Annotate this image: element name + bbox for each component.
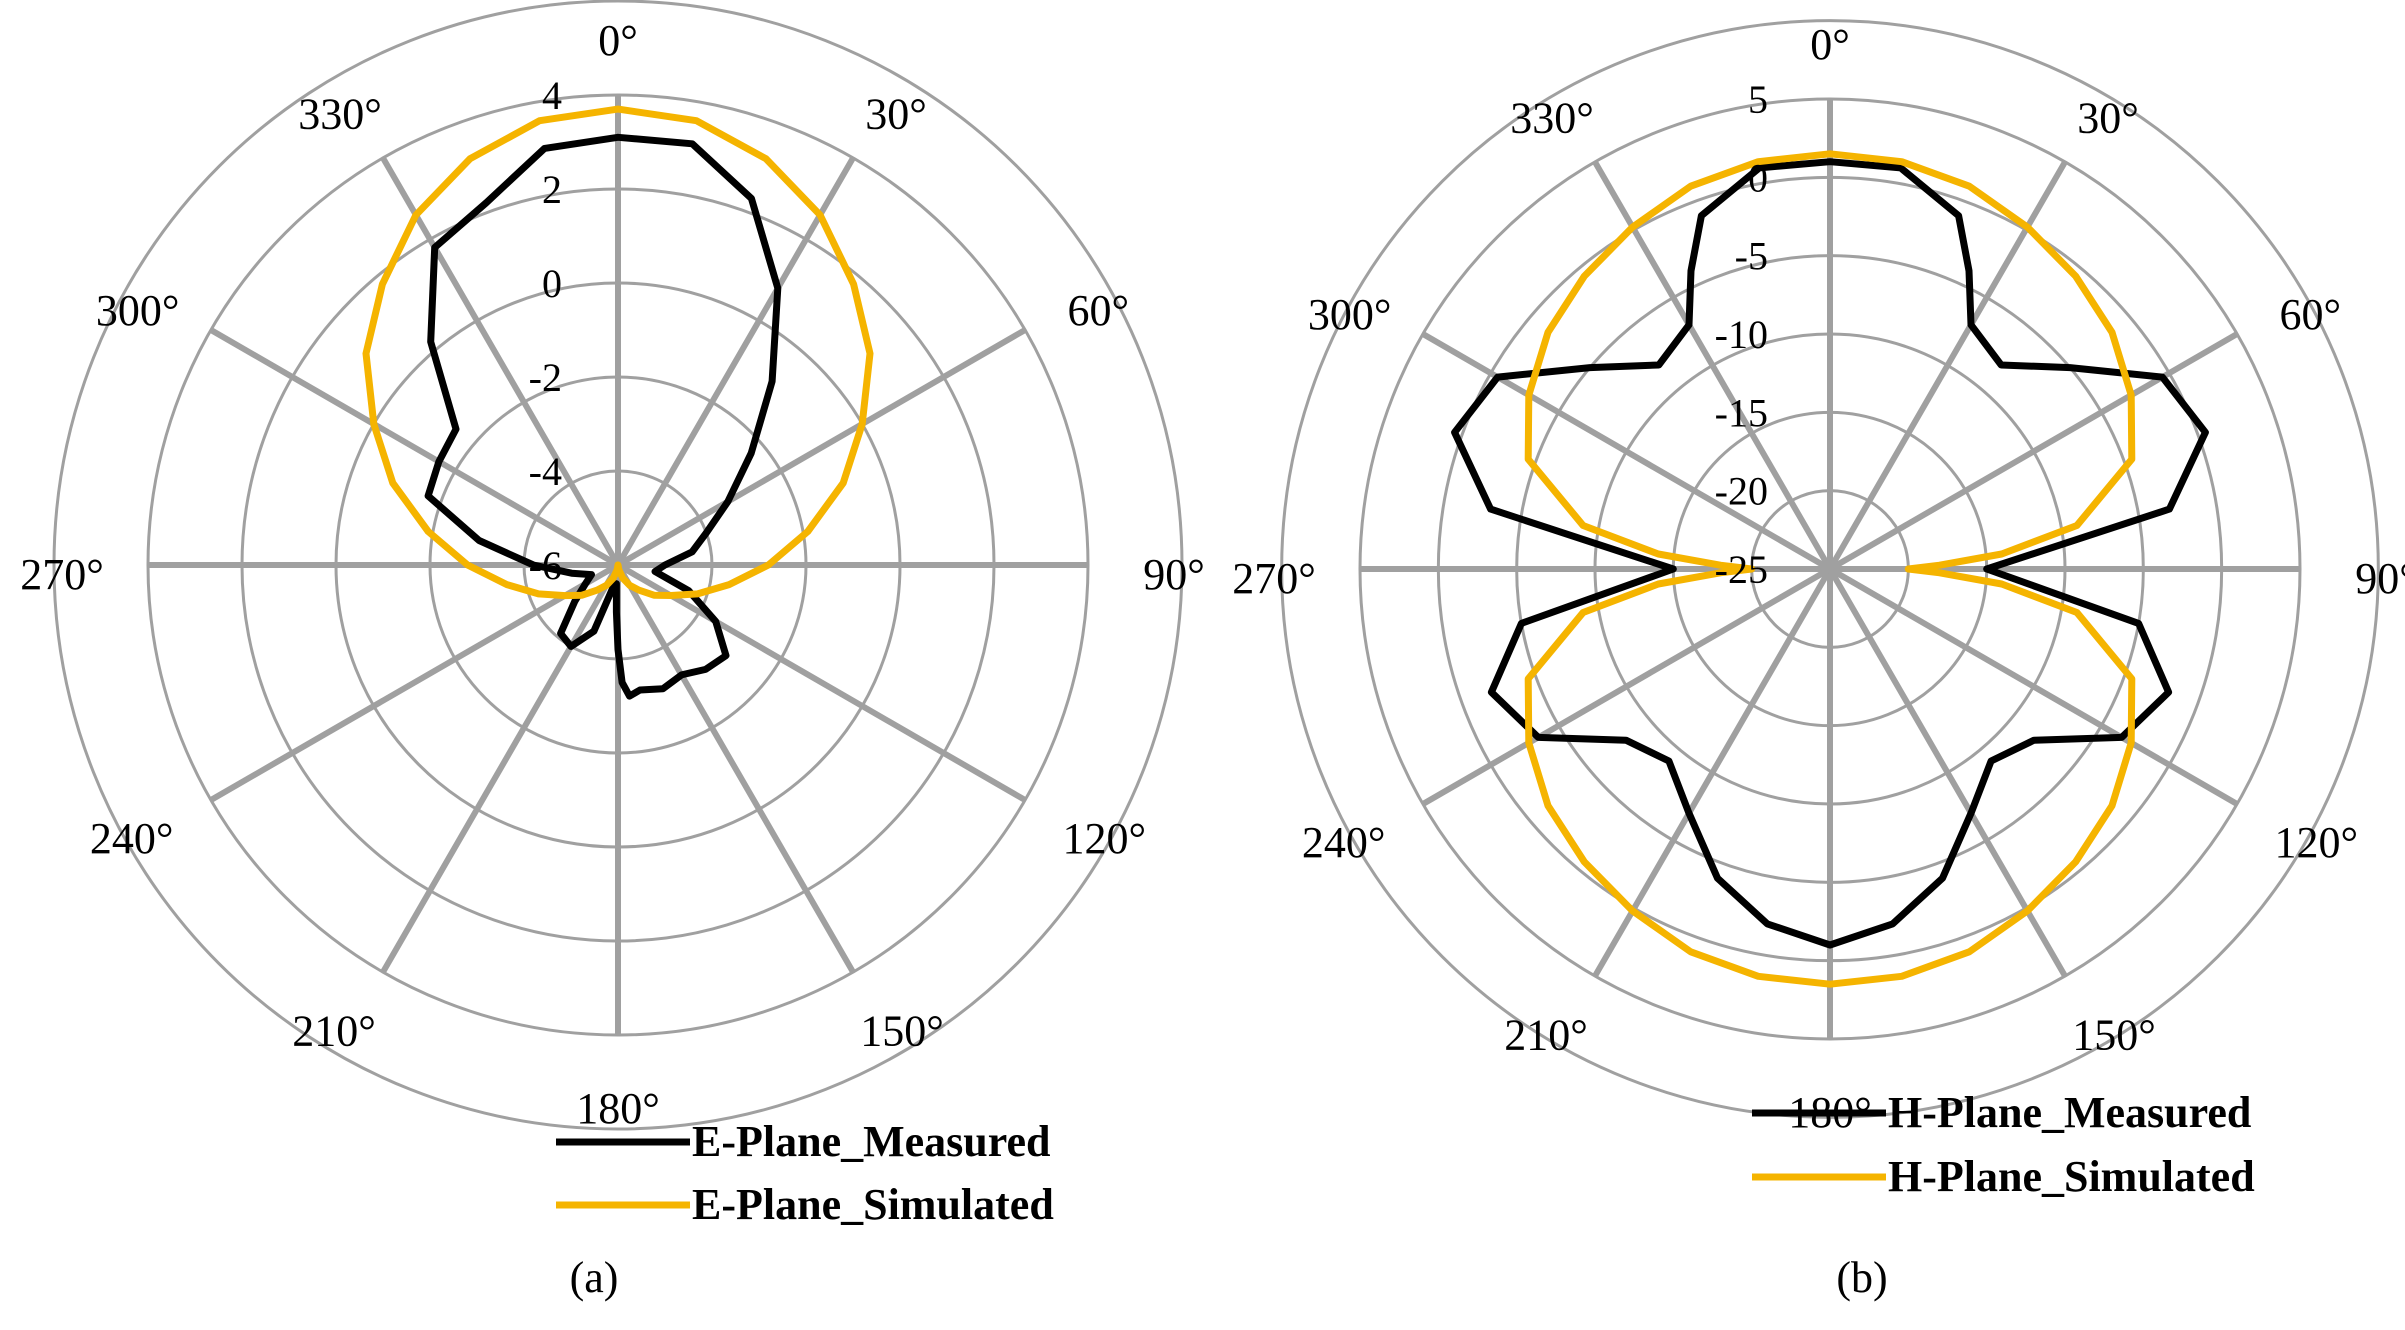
radial-tick-label: 0 — [542, 261, 562, 306]
radial-tick-label: -20 — [1715, 469, 1768, 514]
angle-label: 60° — [2280, 290, 2342, 339]
angle-label: 240° — [1302, 818, 1386, 867]
legend-label: E-Plane_Measured — [692, 1117, 1051, 1166]
legend-label: H-Plane_Simulated — [1888, 1152, 2255, 1201]
angle-label: 90° — [2355, 554, 2405, 603]
angle-label: 330° — [1510, 94, 1594, 143]
angle-label: 300° — [96, 286, 180, 335]
radial-tick-label: -15 — [1715, 390, 1768, 435]
radial-tick-label: -2 — [529, 355, 562, 400]
legend-label: H-Plane_Measured — [1888, 1088, 2251, 1137]
angle-label: 60° — [1068, 286, 1130, 335]
angle-label: 120° — [1063, 814, 1147, 863]
angle-label: 90° — [1143, 550, 1205, 599]
radial-tick-label: 4 — [542, 73, 562, 118]
radial-tick-label: 0 — [1748, 155, 1768, 200]
series-line-h-plane_simulated — [1524, 150, 2136, 988]
series-line-h-plane_measured — [1451, 158, 2209, 949]
series-line-e-plane_simulated — [362, 105, 874, 600]
angle-label: 210° — [1504, 1010, 1588, 1059]
angle-label: 0° — [1810, 20, 1850, 69]
angle-label: 240° — [90, 814, 174, 863]
chart-caption: (a) — [570, 1253, 619, 1302]
legend-label: E-Plane_Simulated — [692, 1180, 1054, 1229]
angle-label: 120° — [2275, 818, 2359, 867]
angle-label: 150° — [860, 1006, 944, 1055]
angle-label: 30° — [2077, 94, 2139, 143]
angle-label: 30° — [865, 90, 927, 139]
chart-caption: (b) — [1836, 1253, 1887, 1302]
angle-label: 180° — [576, 1084, 660, 1133]
angle-label: 210° — [292, 1006, 376, 1055]
radial-tick-label: -10 — [1715, 312, 1768, 357]
grid-spoke — [1592, 160, 2068, 978]
angle-label: 150° — [2072, 1010, 2156, 1059]
radial-tick-label: -6 — [529, 543, 562, 588]
angle-label: 270° — [20, 550, 104, 599]
polar-chart-a: 4 2 0 -2 -4 -6 0° 30° 60° 90° 120° 150° 180° 210° 240°… — [20, 0, 1205, 1302]
angle-label: 0° — [598, 16, 638, 65]
angle-label: 330° — [298, 90, 382, 139]
angle-label: 300° — [1308, 290, 1392, 339]
radial-tick-label: -5 — [1735, 234, 1768, 279]
radial-tick-label: 5 — [1748, 77, 1768, 122]
radial-tick-label: -25 — [1715, 547, 1768, 592]
angle-label: 270° — [1232, 554, 1316, 603]
series-line-e-plane_measured — [424, 133, 782, 700]
radial-tick-label: -4 — [529, 449, 562, 494]
polar-chart-b: 50-5-10-15-20-250°30°60°90°120°150°180°2… — [1232, 19, 2405, 1302]
grid-ring — [52, 0, 1184, 1131]
grid-ring — [1280, 19, 2380, 1119]
radial-tick-label: 2 — [542, 167, 562, 212]
